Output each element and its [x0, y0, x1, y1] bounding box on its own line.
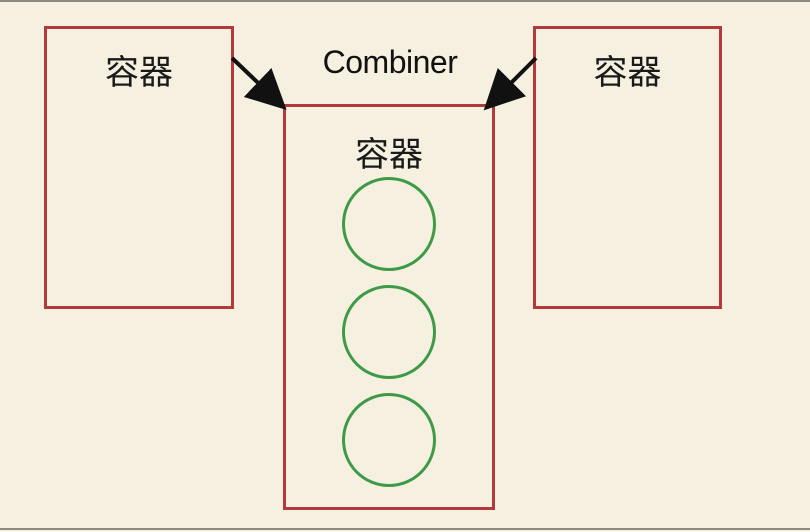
combiner-title: Combiner: [322, 44, 458, 80]
item-circle-1: [342, 177, 436, 271]
arrow-left-to-center: [230, 56, 287, 111]
item-circle-3: [342, 393, 436, 487]
container-box-center: 容器: [283, 104, 495, 510]
container-box-left: 容器: [44, 26, 234, 309]
container-box-right: 容器: [533, 26, 722, 309]
container-label-left: 容器: [105, 53, 173, 93]
arrow-right-to-center: [483, 56, 538, 111]
item-circle-2: [342, 285, 436, 379]
container-label-right: 容器: [593, 53, 662, 93]
container-label-center: 容器: [355, 135, 423, 175]
